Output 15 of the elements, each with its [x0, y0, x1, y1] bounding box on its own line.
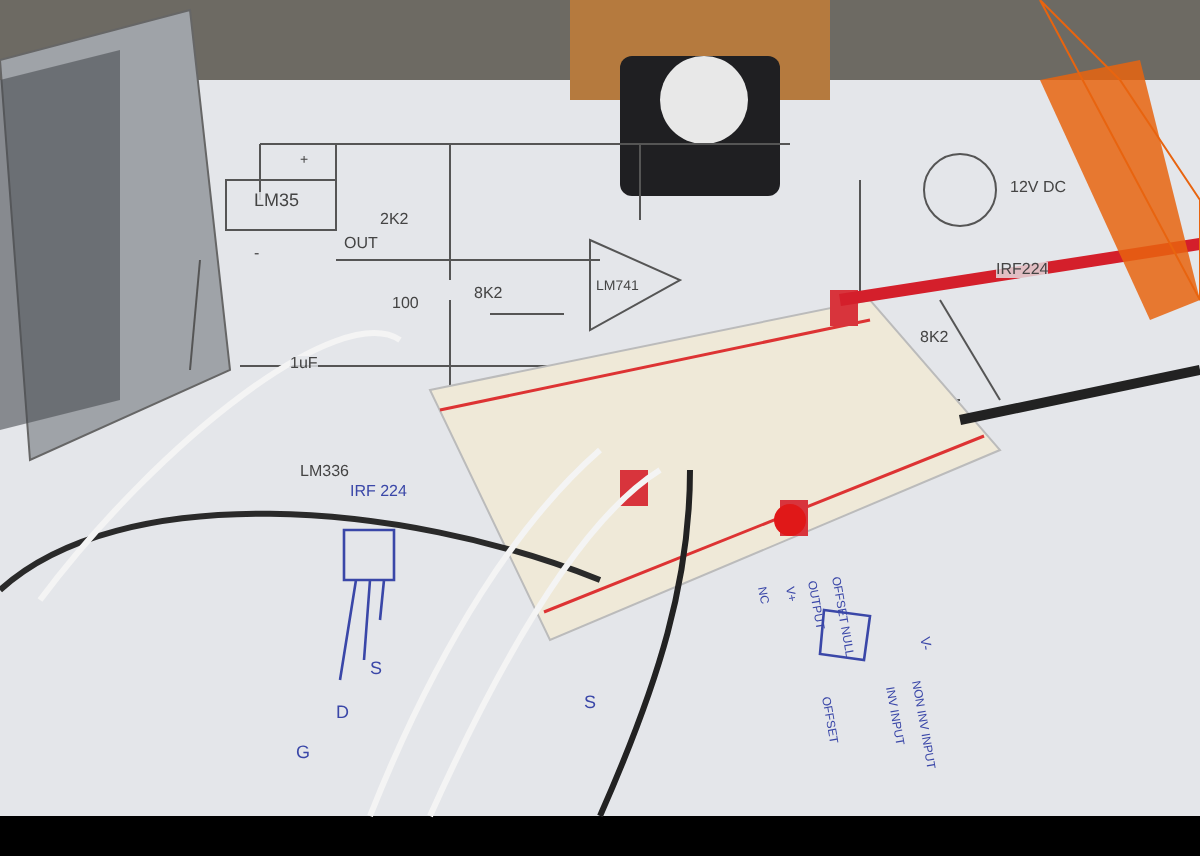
schematic-label: G — [296, 744, 311, 762]
schematic-label: 8K2 — [474, 286, 503, 302]
schematic-label: 12V DC — [1010, 180, 1067, 196]
schematic-label: D — [336, 704, 349, 722]
schematic-label: 100 — [392, 296, 419, 312]
schematic-label: S — [584, 694, 597, 712]
schematic-label: 2K2 — [380, 212, 409, 228]
schematic-label: 8K2 — [920, 330, 949, 346]
schematic-label: LM336 — [300, 464, 349, 480]
schematic-label: LM35 — [254, 192, 300, 210]
schematic-label: S — [370, 660, 383, 678]
schematic-label: OUT — [344, 236, 378, 252]
schematic-label: 1uF — [290, 356, 318, 372]
schematic-label: IRF 224 — [350, 484, 407, 500]
schematic-label: IRF224 — [996, 262, 1049, 278]
